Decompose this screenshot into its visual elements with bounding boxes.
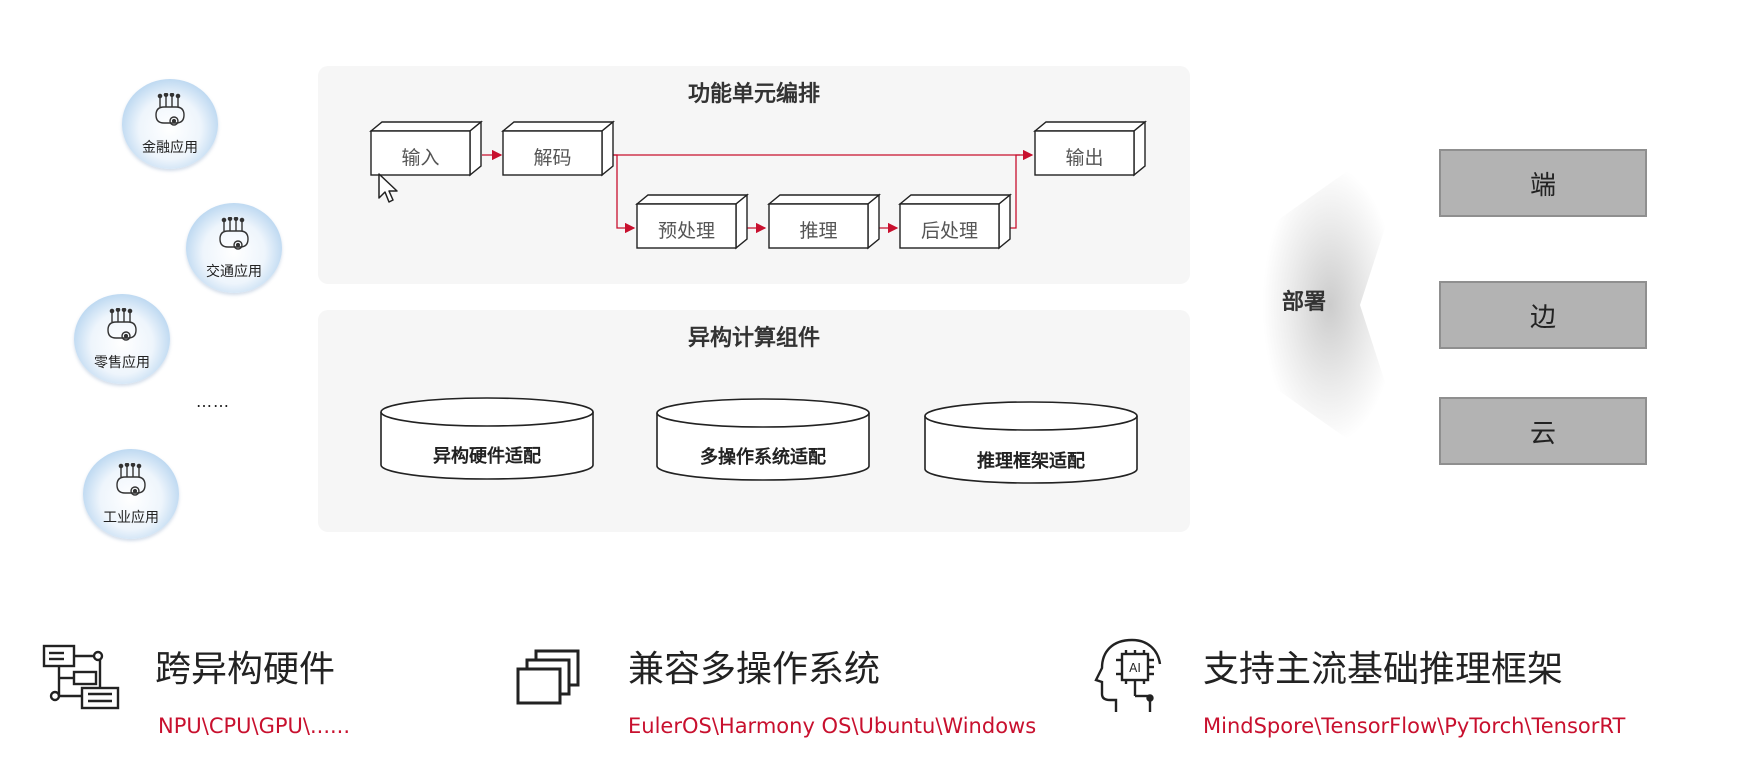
hardware-network-icon — [42, 644, 120, 710]
feature-os-title: 兼容多操作系统 — [628, 649, 881, 690]
cylinder-hardware — [380, 397, 594, 480]
node-inference-label: 推理 — [799, 220, 838, 242]
arrow-postprocess-output — [1009, 149, 1034, 229]
app-sphere-finance: 金融应用 — [122, 79, 218, 169]
ai-head-icon: AI — [1094, 638, 1162, 712]
node-postprocess-label: 后处理 — [920, 220, 978, 242]
app-sphere-industry: 工业应用 — [83, 449, 179, 539]
cylinder-hardware-label: 异构硬件适配 — [433, 446, 541, 467]
feature-framework-title: 支持主流基础推理框架 — [1203, 649, 1564, 690]
node-preprocess-label: 预处理 — [657, 220, 715, 242]
app-label: 工业应用 — [103, 510, 159, 526]
stacked-windows-icon — [516, 649, 580, 705]
node-input — [369, 120, 483, 177]
node-decode-label: 解码 — [533, 147, 572, 169]
app-label: 金融应用 — [142, 140, 198, 156]
deploy-target-device: 端 — [1439, 149, 1647, 217]
node-input-label: 输入 — [401, 147, 440, 169]
feature-framework-subtitle: MindSpore\TensorFlow\PyTorch\TensorRT — [1203, 714, 1626, 738]
app-label: 零售应用 — [94, 355, 150, 371]
node-decode — [501, 120, 615, 177]
svg-text:AI: AI — [1129, 661, 1141, 675]
orchestration-flow — [369, 120, 1147, 250]
deploy-target-cloud: 云 — [1439, 397, 1647, 465]
feature-os-subtitle: EulerOS\Harmony OS\Ubuntu\Windows — [628, 714, 1037, 738]
app-sphere-transport: 交通应用 — [186, 203, 282, 293]
cylinder-framework-label: 推理框架适配 — [977, 451, 1085, 472]
hetero-cylinders — [380, 397, 1138, 484]
brain-gear-icon — [219, 217, 249, 250]
deploy-target-edge: 边 — [1439, 281, 1647, 349]
brain-gear-icon — [155, 93, 185, 126]
mouse-pointer-icon — [378, 173, 398, 203]
node-preprocess — [635, 193, 749, 250]
node-inference — [767, 193, 881, 250]
node-output — [1033, 120, 1147, 177]
hetero-title: 异构计算组件 — [687, 326, 820, 351]
brain-gear-icon — [116, 463, 146, 496]
arrow-decode-preprocess — [613, 154, 636, 234]
deploy-label: 部署 — [1282, 290, 1327, 315]
cylinder-framework — [924, 401, 1138, 484]
cylinder-os — [656, 398, 870, 481]
app-label: 交通应用 — [206, 264, 262, 280]
apps-more-ellipsis: …… — [196, 392, 230, 411]
orchestration-title: 功能单元编排 — [687, 82, 820, 107]
node-postprocess — [898, 193, 1012, 250]
feature-hardware-title: 跨异构硬件 — [155, 649, 336, 690]
app-sphere-retail: 零售应用 — [74, 294, 170, 384]
cylinder-os-label: 多操作系统适配 — [700, 447, 826, 468]
brain-gear-icon — [107, 308, 137, 341]
feature-hardware-subtitle: NPU\CPU\GPU\...... — [158, 714, 351, 738]
node-output-label: 输出 — [1065, 147, 1104, 169]
